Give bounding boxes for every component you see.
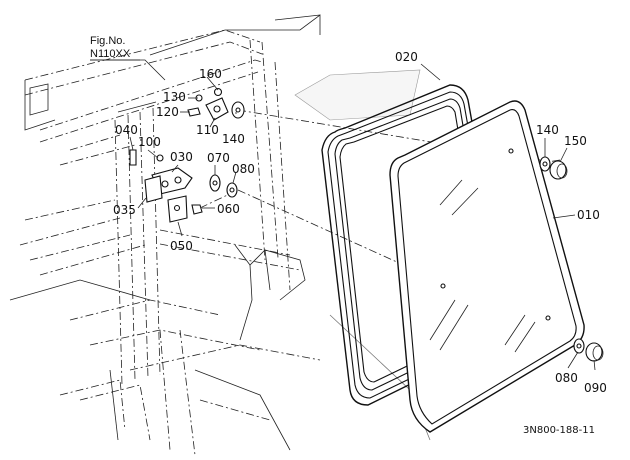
callout-050: 050 — [170, 239, 193, 253]
callout-150: 150 — [564, 134, 587, 148]
bracket-035 — [144, 175, 163, 203]
glass-hole-lower — [440, 283, 446, 289]
drawing-number: 3N800-188-11 — [523, 425, 595, 436]
figure-ref-title: Fig.No. — [90, 35, 125, 47]
glass-hole-upper — [508, 148, 514, 154]
bolt-100 — [156, 154, 164, 162]
part-callouts: 020 160 130 120 110 140 040 100 030 070 … — [113, 50, 607, 395]
cab-frame — [9, 14, 431, 456]
callout-035: 035 — [113, 203, 136, 217]
callout-010: 010 — [577, 208, 600, 222]
callout-090: 090 — [584, 381, 607, 395]
callout-060: 060 — [217, 202, 240, 216]
callout-160: 160 — [199, 67, 222, 81]
callout-140-left: 140 — [222, 132, 245, 146]
bolt-120 — [187, 107, 201, 117]
nut-060 — [191, 204, 203, 215]
callout-110: 110 — [196, 123, 219, 137]
callout-080-left: 080 — [232, 162, 255, 176]
knob-090 — [585, 342, 603, 362]
knob-150 — [549, 160, 567, 180]
glass-hole-right — [545, 315, 551, 321]
hinge-assembly — [129, 87, 245, 223]
callout-140-right: 140 — [536, 123, 559, 137]
callout-130: 130 — [163, 90, 186, 104]
callout-070: 070 — [207, 151, 230, 165]
bolt-040 — [129, 149, 137, 166]
callout-040: 040 — [115, 123, 138, 137]
figure-reference: Fig.No. N110XX — [90, 35, 140, 61]
callout-100: 100 — [138, 135, 161, 149]
callout-030: 030 — [170, 150, 193, 164]
callout-020: 020 — [395, 50, 418, 64]
screw-160 — [213, 87, 223, 97]
leader-lines — [90, 59, 596, 371]
callout-080-right: 080 — [555, 371, 578, 385]
callout-120: 120 — [156, 105, 179, 119]
figure-ref-number: N110XX — [90, 48, 131, 60]
